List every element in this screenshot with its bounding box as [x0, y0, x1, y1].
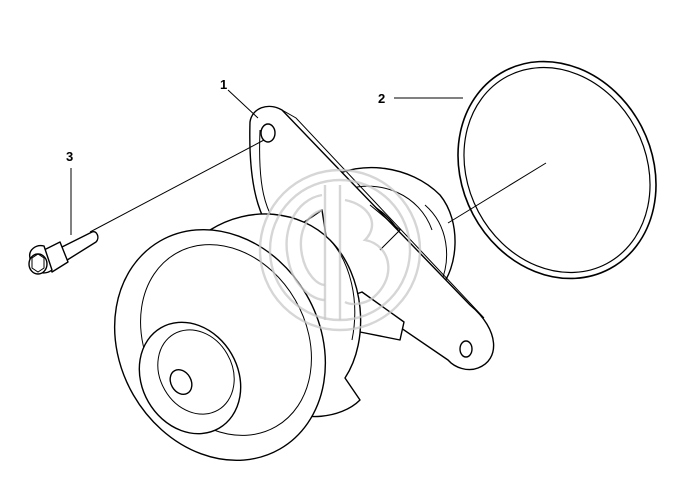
- leader-lines: [70, 89, 547, 235]
- leader-line-2-to-pump: [447, 162, 547, 224]
- water-pump: [113, 105, 495, 462]
- leader-line-3-to-hole: [89, 139, 265, 233]
- callout-3: 3: [66, 149, 73, 164]
- circular-logo-watermark: [258, 168, 422, 332]
- flange-bolt: [28, 231, 99, 275]
- callout-1: 1: [220, 77, 227, 92]
- callout-2: 2: [378, 91, 385, 106]
- leader-line-1: [227, 89, 259, 119]
- o-ring-gasket: [457, 60, 657, 280]
